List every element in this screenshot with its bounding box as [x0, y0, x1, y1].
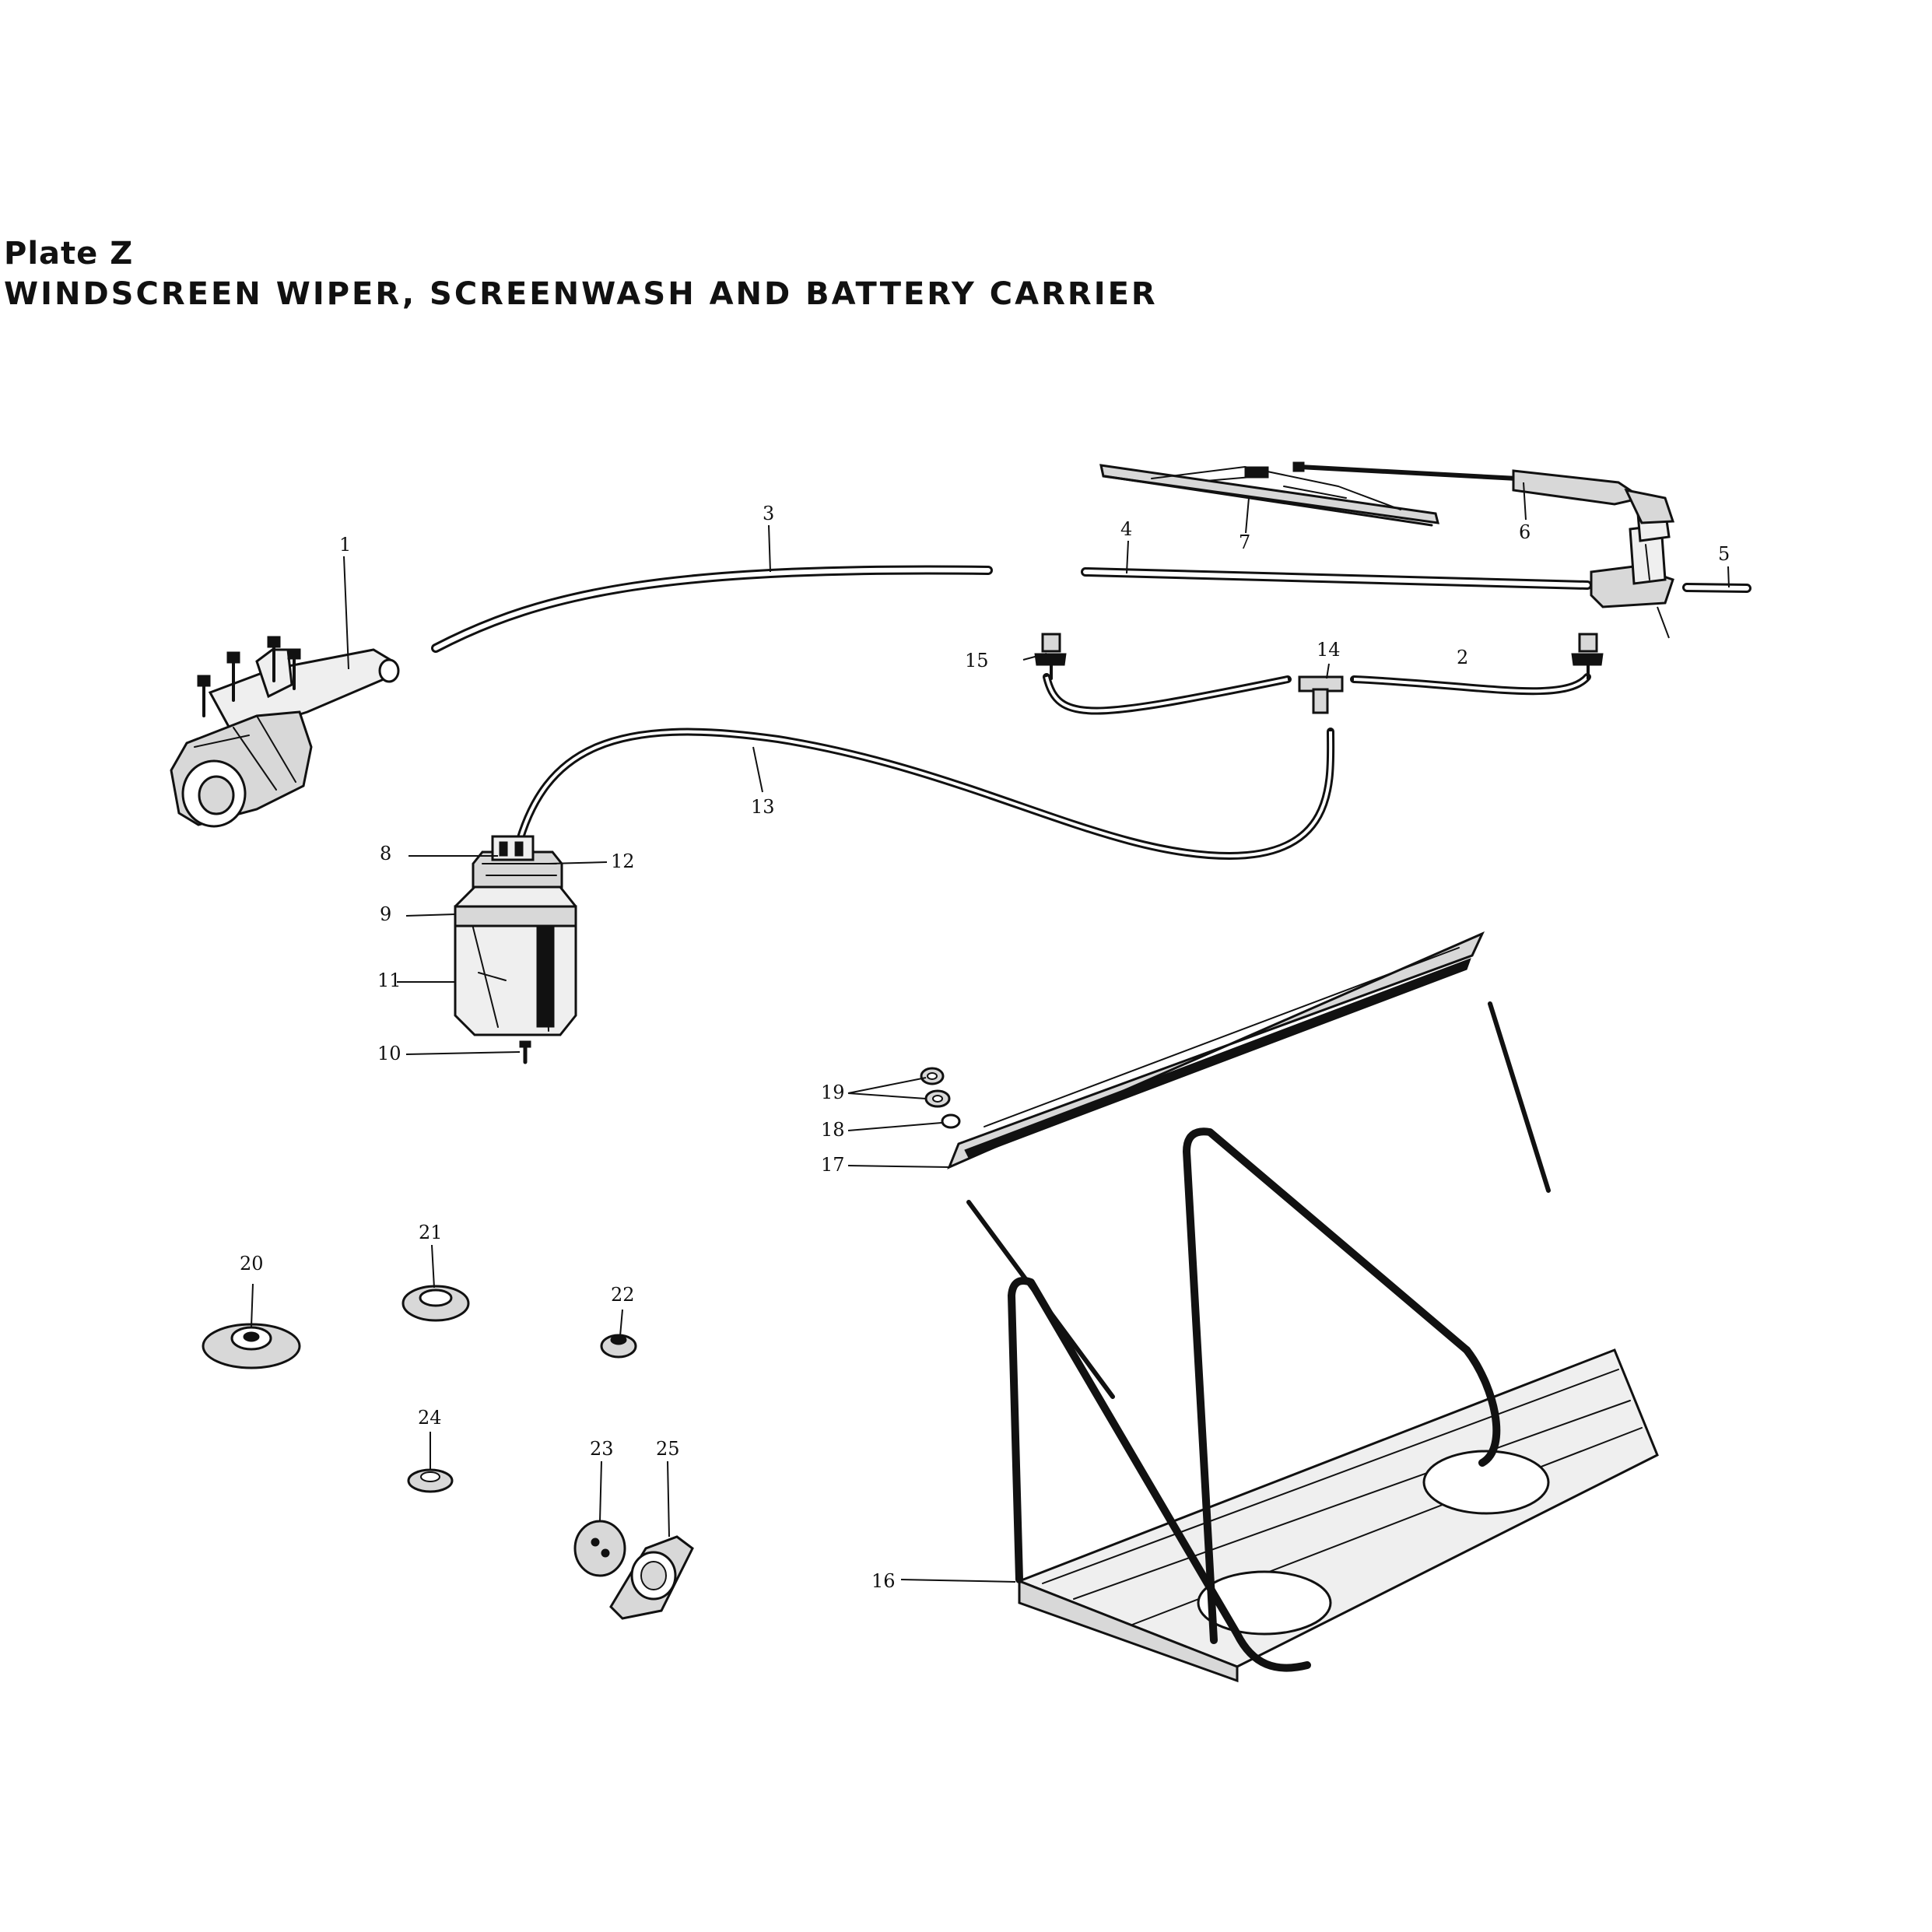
plate-header: Plate Z WINDSCREEN WIPER, SCREENWASH AND… — [4, 233, 1158, 314]
plate-title: WINDSCREEN WIPER, SCREENWASH AND BATTERY… — [4, 276, 1158, 312]
part-19-nut-upper — [920, 1067, 945, 1085]
part-18-washer — [941, 1113, 961, 1129]
callout-14: 14 — [1317, 639, 1341, 661]
callout-2: 2 — [1457, 647, 1468, 668]
part-23-blanking-plate — [573, 1520, 626, 1577]
callout-numbers: 1 2 3 4 5 6 7 8 9 10 11 12 13 14 15 16 1… — [240, 503, 1730, 1592]
callout-13: 13 — [751, 796, 775, 818]
part-3-rack-tube — [431, 565, 993, 653]
part-25-flange-grommet — [609, 1535, 694, 1620]
callout-11: 11 — [377, 970, 401, 991]
callout-4: 4 — [1120, 518, 1132, 540]
callout-12: 12 — [611, 850, 635, 872]
part-1-wiper-motor — [170, 636, 400, 828]
callout-18: 18 — [821, 1119, 845, 1141]
callout-24: 24 — [418, 1407, 442, 1429]
callout-8: 8 — [380, 843, 391, 864]
plate-number: Plate Z — [4, 236, 134, 272]
callout-19: 19 — [821, 1082, 845, 1103]
callout-22: 22 — [611, 1284, 635, 1306]
callout-16: 16 — [871, 1570, 896, 1592]
part-11-washer-bottle — [454, 885, 577, 1036]
part-20-grommet — [202, 1323, 301, 1369]
callout-21: 21 — [419, 1222, 443, 1243]
part-24-grommet — [407, 1468, 454, 1493]
callout-3: 3 — [763, 503, 774, 524]
part-19-nut-lower — [924, 1089, 951, 1108]
callout-9: 9 — [380, 903, 391, 925]
callout-10: 10 — [377, 1043, 401, 1064]
part-14-t-piece — [1298, 675, 1344, 714]
callout-20: 20 — [240, 1253, 264, 1275]
callout-6: 6 — [1519, 521, 1531, 543]
part-6-wiper-arm — [1292, 461, 1675, 524]
callout-1: 1 — [339, 534, 351, 556]
part-15-jet-left — [1034, 633, 1067, 680]
callout-5: 5 — [1718, 543, 1730, 565]
part-2-wheelbox — [1590, 508, 1674, 608]
jet-tube-left — [1043, 673, 1292, 715]
part-22-grommet — [600, 1334, 637, 1359]
part-10-screw — [519, 1040, 531, 1064]
callout-25: 25 — [656, 1438, 680, 1460]
part-8-pump — [491, 835, 535, 861]
part-7-wiper-blade — [1099, 464, 1439, 527]
part-15-jet-right — [1571, 633, 1604, 680]
callout-15: 15 — [965, 650, 989, 671]
callout-17: 17 — [821, 1154, 845, 1176]
leader-lines — [251, 482, 1730, 1583]
callout-23: 23 — [590, 1438, 614, 1460]
part-16-battery-carrier — [966, 1001, 1659, 1683]
part-13-water-tube — [514, 728, 1335, 860]
part-17-clamp-bar — [947, 931, 1485, 1169]
callout-7: 7 — [1239, 531, 1250, 553]
part-21-grommet — [401, 1285, 470, 1322]
